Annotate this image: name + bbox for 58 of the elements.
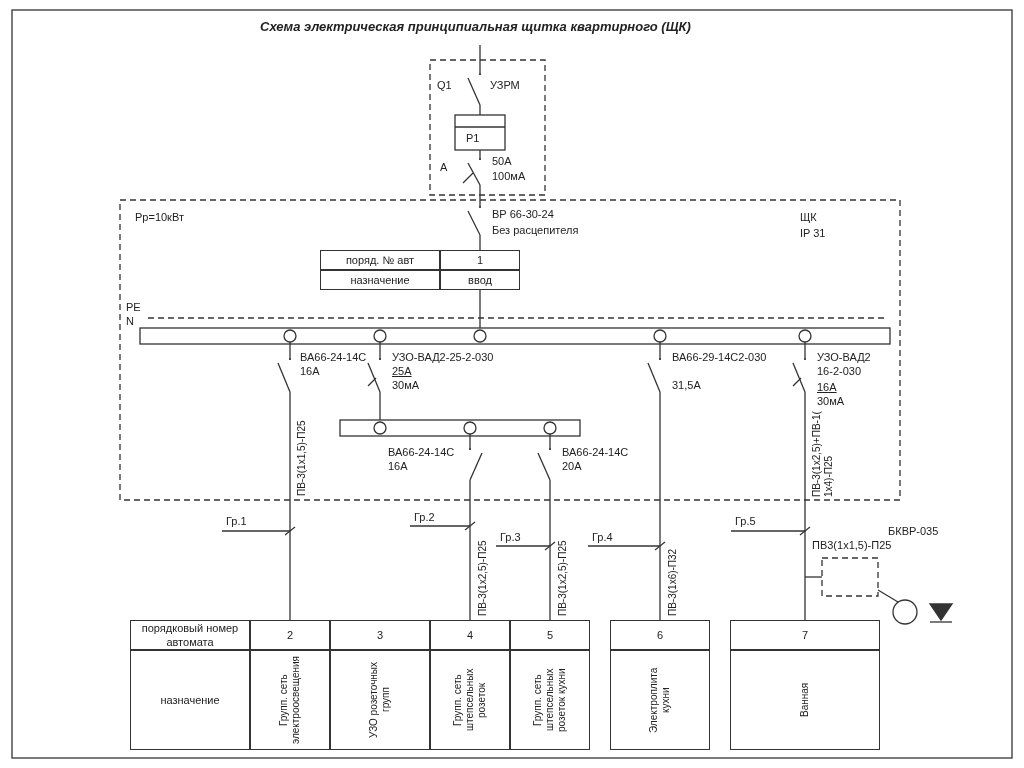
device-designation: Р1	[466, 131, 481, 145]
group-number: Гр.4	[592, 530, 614, 544]
device-designation: УЗО-ВАД2-25-2-030	[392, 350, 495, 364]
table-cell: 7	[730, 620, 880, 650]
device-note: Без расцепителя	[492, 223, 580, 238]
device-designation: ВА66-24-14С	[388, 445, 456, 459]
table-cell: 5	[510, 620, 590, 650]
table-cell: 2	[250, 620, 330, 650]
panel-designation: ЩК	[800, 210, 818, 225]
diagram-title: Схема электрическая принципиальная щитка квартирного (ЩК)	[260, 20, 691, 34]
current-rating: 31,5А	[672, 378, 702, 392]
table-cell: ввод	[440, 270, 520, 290]
table-cell: 6	[610, 620, 710, 650]
device-designation: ВА66-24-14С	[562, 445, 630, 459]
cable-marking: ПВ-3(1х6)-П32	[667, 547, 679, 616]
table-cell: порядковый номер автомата	[130, 620, 250, 650]
current-rating: 25А	[392, 364, 413, 378]
cable-marking: ПВ-3(1х1,5)-П25	[296, 419, 308, 496]
cell-text: Групп. сеть штепсельных розеток	[452, 667, 488, 734]
device-designation: УЗО-ВАД2 16-2-030	[817, 350, 872, 378]
cable-marking: ПВ3(1х1,5)-П25	[812, 538, 893, 552]
group-number: Гр.3	[500, 530, 522, 544]
current-rating: 30мА	[392, 378, 421, 392]
current-rating: 50А	[492, 154, 513, 168]
protection-rating: IP 31	[800, 226, 827, 241]
device-designation: УЗРМ	[490, 78, 521, 93]
table-cell: поряд. № авт	[320, 250, 440, 270]
current-rating: 16А	[388, 459, 409, 473]
conductor-label: PE	[126, 300, 142, 314]
device-designation: ВА66-24-14С	[300, 350, 368, 364]
table-cell: назначение	[320, 270, 440, 290]
cell-text: Ванная	[799, 681, 811, 720]
cell-text: Групп. сеть электроосвещения	[278, 656, 302, 744]
table-cell: 4	[430, 620, 510, 650]
current-rating: 16А	[817, 380, 838, 394]
current-rating: 16А	[300, 364, 321, 378]
device-designation: БКВР-035	[888, 524, 940, 538]
cable-marking: ПВ-3(1х2,5)-П25	[477, 539, 489, 616]
power-rating: Рр=10кВт	[135, 210, 185, 225]
current-rating: 30мА	[817, 394, 846, 408]
group-number: Гр.5	[735, 514, 757, 528]
group-number: Гр.2	[414, 510, 436, 524]
conductor-label: N	[126, 314, 135, 328]
device-designation: ВА66-29-14С2-030	[672, 350, 768, 364]
table-cell: 1	[440, 250, 520, 270]
switch-designation: Q1	[437, 78, 453, 93]
table-cell: назначение	[130, 650, 250, 750]
current-rating: 20А	[562, 459, 583, 473]
cell-text: УЗО розеточных групп	[368, 660, 392, 741]
group-number: Гр.1	[226, 514, 248, 528]
cell-text: Электроплита кухни	[648, 666, 672, 735]
cable-marking: ПВ-3(1х2,5)-П25	[557, 539, 569, 616]
table-cell: 3	[330, 620, 430, 650]
device-designation: ВР 66-30-24	[492, 207, 555, 222]
terminal-label: А	[440, 160, 449, 175]
cell-text: Групп. сеть штепсельных розеток кухни	[532, 667, 568, 734]
cable-marking: ПВ-3(1х2,5)+ПВ-1(1х4)-П25	[811, 411, 835, 497]
current-rating: 100мА	[492, 169, 527, 183]
